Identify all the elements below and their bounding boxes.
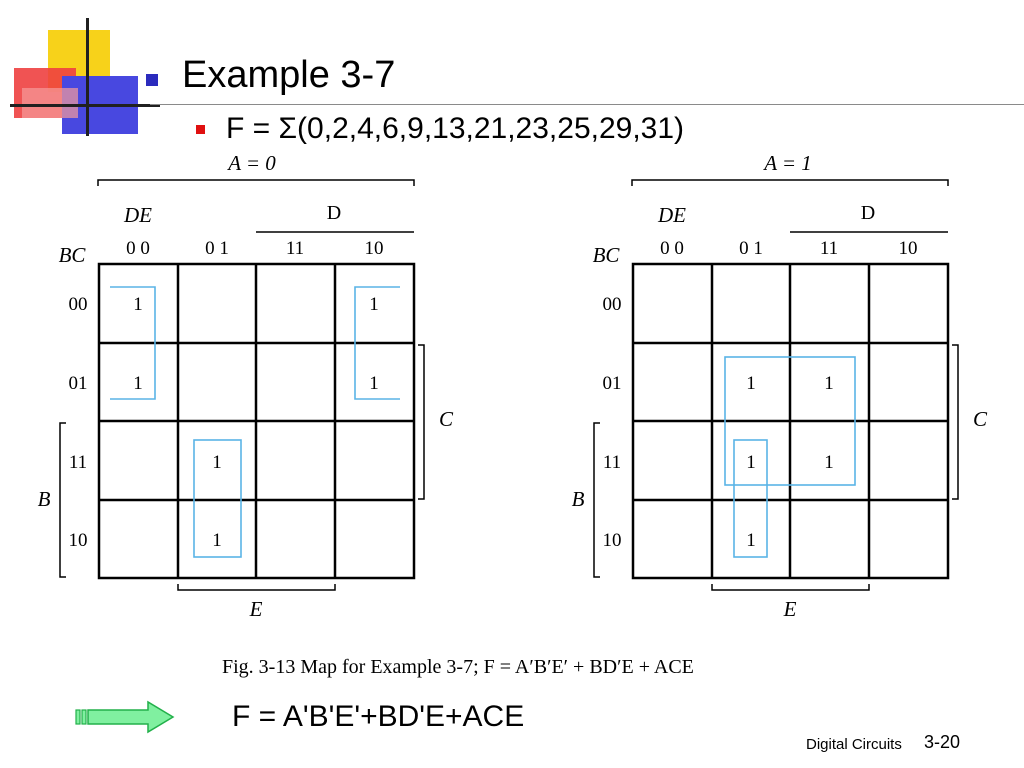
map-a0-cell-one: 1 (212, 452, 222, 473)
map-a1-e-label: E (783, 597, 797, 621)
map-a0-c-brace (418, 344, 425, 500)
function-bullet-icon (196, 125, 205, 134)
logo-square-pink (22, 88, 78, 118)
map-a1-b-label: B (572, 487, 585, 511)
map-a0-group-right-wrap (354, 286, 400, 400)
function-definition: F = Σ(0,2,4,6,9,13,21,23,25,29,31) (226, 112, 685, 145)
map-a0-top-brace (97, 179, 415, 186)
map-a1-group-bde (733, 439, 768, 558)
map-a0-cell-one: 1 (369, 373, 379, 394)
title-bullet-icon (146, 74, 158, 86)
map-a0-b-brace (59, 422, 66, 578)
map-a0-row-header-3: 10 (69, 530, 88, 551)
map-a1-cell-one: 1 (824, 373, 834, 394)
map-a1-cell-one: 1 (746, 452, 756, 473)
map-a0-group-left-wrap (110, 286, 156, 400)
logo-horizontal-line (10, 104, 160, 107)
map-a0-c-label: C (439, 407, 454, 431)
map-a1-group-ace (724, 356, 856, 486)
map-a0-group-bde (193, 439, 242, 558)
kmap-a1: A = 1 DE BC D 0 0 0 1 11 10 00 01 11 10 … (572, 151, 988, 621)
map-a1-cell-one: 1 (824, 452, 834, 473)
map-a0-row-header-2: 11 (69, 452, 87, 473)
map-a0-bc-label: BC (59, 243, 87, 267)
map-a0-e-label: E (249, 597, 263, 621)
map-a0-de-label: DE (123, 203, 152, 227)
map-a1-col-header-3: 10 (899, 238, 918, 259)
map-a1-row-header-2: 11 (603, 452, 621, 473)
map-a1-top-brace (631, 179, 949, 186)
map-a0-col-header-1: 0 1 (205, 238, 229, 259)
map-a0-col-header-0: 0 0 (126, 238, 150, 259)
map-a1-b-brace (593, 422, 600, 578)
map-a1-c-label: C (973, 407, 988, 431)
map-a1-row-header-0: 00 (603, 294, 622, 315)
map-a0-row-header-1: 01 (69, 373, 88, 394)
map-a1-c-brace (952, 344, 959, 500)
map-a1-cell-one: 1 (746, 373, 756, 394)
map-a0-b-label: B (38, 487, 51, 511)
map-a0-e-brace (177, 584, 336, 591)
map-a1-e-brace (711, 584, 870, 591)
title-rule (150, 104, 1024, 105)
map-a0-col-header-2: 11 (286, 238, 304, 259)
kmap-a0: A = 0 DE BC D 0 0 0 1 11 10 00 01 11 10 … (38, 151, 454, 621)
map-a0-row-header-0: 00 (69, 294, 88, 315)
simplified-result: F = A'B'E'+BD'E+ACE (232, 700, 525, 733)
slide-title: Example 3-7 (182, 54, 396, 96)
map-a1-col-header-1: 0 1 (739, 238, 763, 259)
map-a1-row-header-1: 01 (603, 373, 622, 394)
map-a1-title: A = 1 (762, 151, 812, 175)
footer-page-number: 3-20 (924, 732, 961, 752)
map-a0-d-label: D (327, 202, 341, 224)
logo-vertical-line (86, 18, 89, 136)
map-a1-d-label: D (861, 202, 875, 224)
map-a1-col-header-2: 11 (820, 238, 838, 259)
arrow-right-icon (75, 700, 175, 734)
map-a0-col-header-3: 10 (365, 238, 384, 259)
map-a1-bc-label: BC (593, 243, 621, 267)
map-a0-cell-one: 1 (133, 373, 143, 394)
map-a1-col-header-0: 0 0 (660, 238, 684, 259)
map-a0-cell-one: 1 (369, 294, 379, 315)
map-a0-cell-one: 1 (212, 530, 222, 551)
map-a1-de-label: DE (657, 203, 686, 227)
map-a0-title: A = 0 (226, 151, 276, 175)
footer-course-name: Digital Circuits (806, 736, 902, 753)
map-a1-cell-one: 1 (746, 530, 756, 551)
figure-caption: Fig. 3-13 Map for Example 3-7; F = A′B′E… (222, 656, 694, 678)
map-a0-cell-one: 1 (133, 294, 143, 315)
map-a1-row-header-3: 10 (603, 530, 622, 551)
